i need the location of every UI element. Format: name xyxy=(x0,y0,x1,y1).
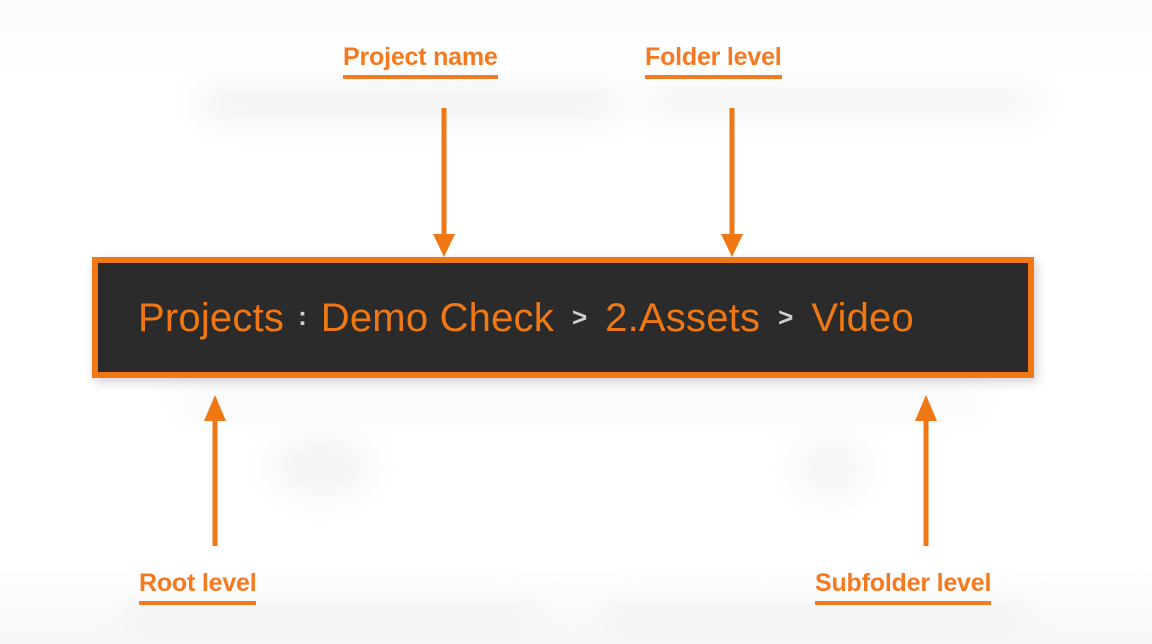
arrow-up-icon-subfolder-level xyxy=(915,395,937,546)
arrow-up-icon-root-level xyxy=(204,395,226,546)
breadcrumb-item-demo-check[interactable]: Demo Check xyxy=(320,295,554,340)
blurred-background-artifact xyxy=(180,392,980,408)
breadcrumb-item-projects[interactable]: Projects xyxy=(138,295,285,340)
annotation-label-subfolder-level: Subfolder level xyxy=(815,571,991,605)
arrow-down-icon-folder-level xyxy=(721,108,743,257)
breadcrumb-colon-separator: : xyxy=(298,300,307,331)
blurred-background-artifact xyxy=(640,88,1040,114)
chevron-right-icon: > xyxy=(571,301,588,332)
breadcrumb: Projects : Demo Check > 2.Assets > Video xyxy=(98,298,914,338)
blurred-background-artifact xyxy=(120,600,540,630)
annotation-label-project-name: Project name xyxy=(343,45,498,79)
blurred-background-artifact xyxy=(272,437,372,497)
breadcrumb-item-video[interactable]: Video xyxy=(811,295,914,340)
breadcrumb-item-2-assets[interactable]: 2.Assets xyxy=(605,295,761,340)
blurred-background-artifact xyxy=(795,437,865,499)
breadcrumb-bar: Projects : Demo Check > 2.Assets > Video xyxy=(92,257,1034,378)
blurred-background-artifact xyxy=(200,88,620,118)
arrow-down-icon-project-name xyxy=(433,108,455,257)
chevron-right-icon: > xyxy=(778,301,794,332)
annotation-label-folder-level: Folder level xyxy=(645,45,782,79)
annotation-label-root-level: Root level xyxy=(139,571,257,605)
blurred-background-artifact xyxy=(600,600,1030,630)
